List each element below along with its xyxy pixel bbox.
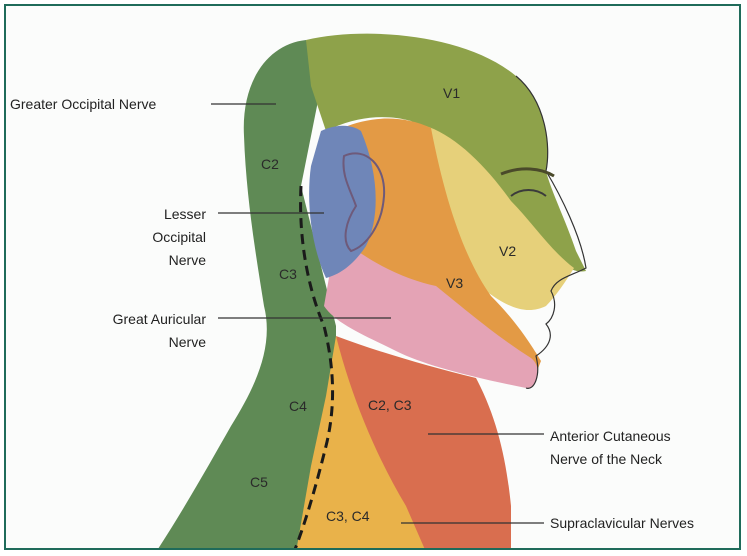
lesser-occipital-label-line1: Lesser (164, 206, 206, 222)
posterior-green-region (156, 40, 336, 550)
zone-c3c4-label: C3, C4 (326, 508, 370, 524)
zone-v2-label: V2 (499, 243, 516, 259)
zone-c3-label: C3 (279, 266, 297, 282)
anterior-cutaneous-label-line2: Nerve of the Neck (550, 451, 663, 467)
lesser-occipital-label-line3: Nerve (169, 252, 207, 268)
zone-c5-label: C5 (250, 474, 268, 490)
lesser-occipital-label-line2: Occipital (152, 229, 206, 245)
zone-c4-label: C4 (289, 398, 307, 414)
anterior-cutaneous-label-line1: Anterior Cutaneous (550, 428, 671, 444)
greater-occipital-label: Greater Occipital Nerve (10, 96, 156, 112)
diagram-frame: Greater Occipital Nerve Lesser Occipital… (4, 4, 741, 550)
head-dermatome-illustration: Greater Occipital Nerve Lesser Occipital… (6, 6, 741, 550)
zone-v1-label: V1 (443, 85, 460, 101)
supraclavicular-label: Supraclavicular Nerves (550, 515, 694, 531)
zone-c2c3-label: C2, C3 (368, 397, 412, 413)
zone-v3-label: V3 (446, 275, 463, 291)
zone-c2-label: C2 (261, 156, 279, 172)
great-auricular-label-line1: Great Auricular (113, 311, 207, 327)
great-auricular-label-line2: Nerve (169, 334, 207, 350)
